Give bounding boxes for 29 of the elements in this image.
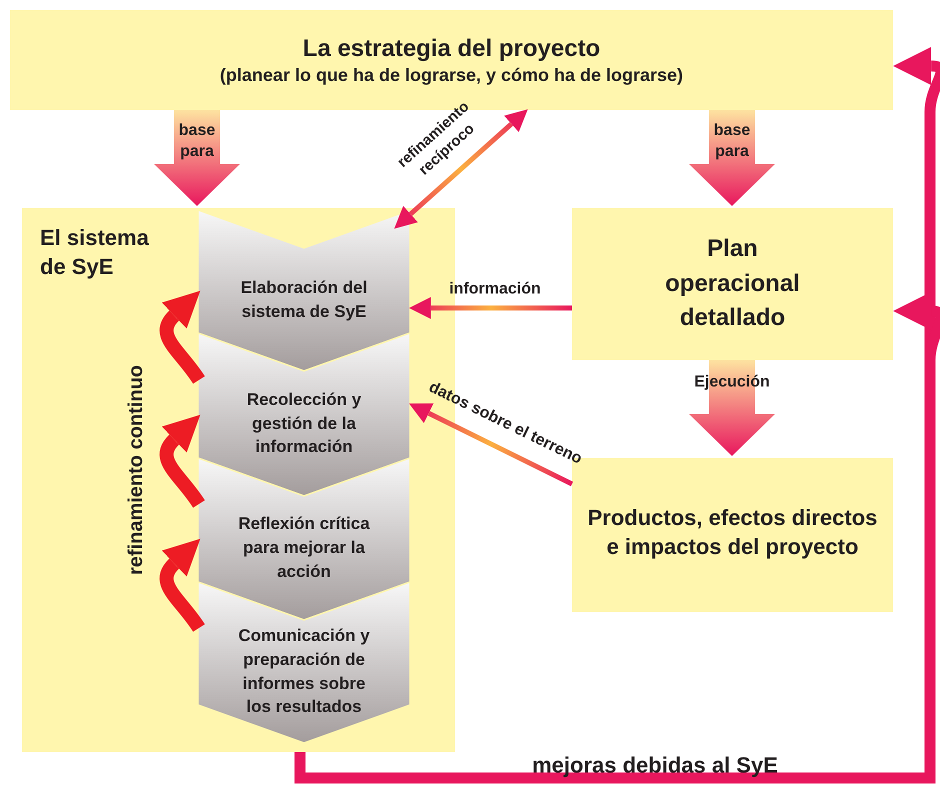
edge-label: información (448, 280, 542, 300)
edge-label: Ejecución (693, 372, 771, 393)
arrow (160, 288, 205, 384)
box-title: El sistema de SyE (40, 224, 150, 281)
chevron-step (198, 210, 410, 371)
edge-label: base para (178, 121, 216, 162)
step-label: Comunicación y preparación de informes sobre los resultados (237, 624, 371, 718)
arrow (408, 297, 572, 319)
box-subtitle: (planear lo que ha de lograrse, y cómo ha de lograrse) (220, 64, 684, 87)
step-label: Reflexión crítica para mejorar la acción (237, 513, 371, 583)
chevron-step (198, 582, 410, 743)
block-arrow (689, 110, 775, 206)
step-label: Elaboración del sistema de SyE (240, 276, 368, 322)
chevron-step (198, 458, 410, 620)
block-arrow (689, 360, 775, 456)
text-panel (572, 208, 893, 360)
arrow (409, 403, 574, 486)
edge-label: mejoras debidas al SyE (531, 752, 779, 780)
chevron-step (198, 333, 410, 496)
block-arrow (154, 110, 240, 206)
side-label: refinamiento continuo (124, 364, 148, 577)
arrow (394, 109, 528, 229)
arrow (160, 536, 205, 632)
box-title: La estrategia del proyecto (302, 34, 600, 64)
box-title: Plan operacional detallado (664, 234, 801, 334)
edge-label: base para (712, 121, 752, 162)
box-title: Productos, efectos directos e impactos del proyecto (586, 504, 878, 561)
arrow (160, 412, 205, 508)
step-label: Recolección y gestión de la información (246, 388, 362, 458)
